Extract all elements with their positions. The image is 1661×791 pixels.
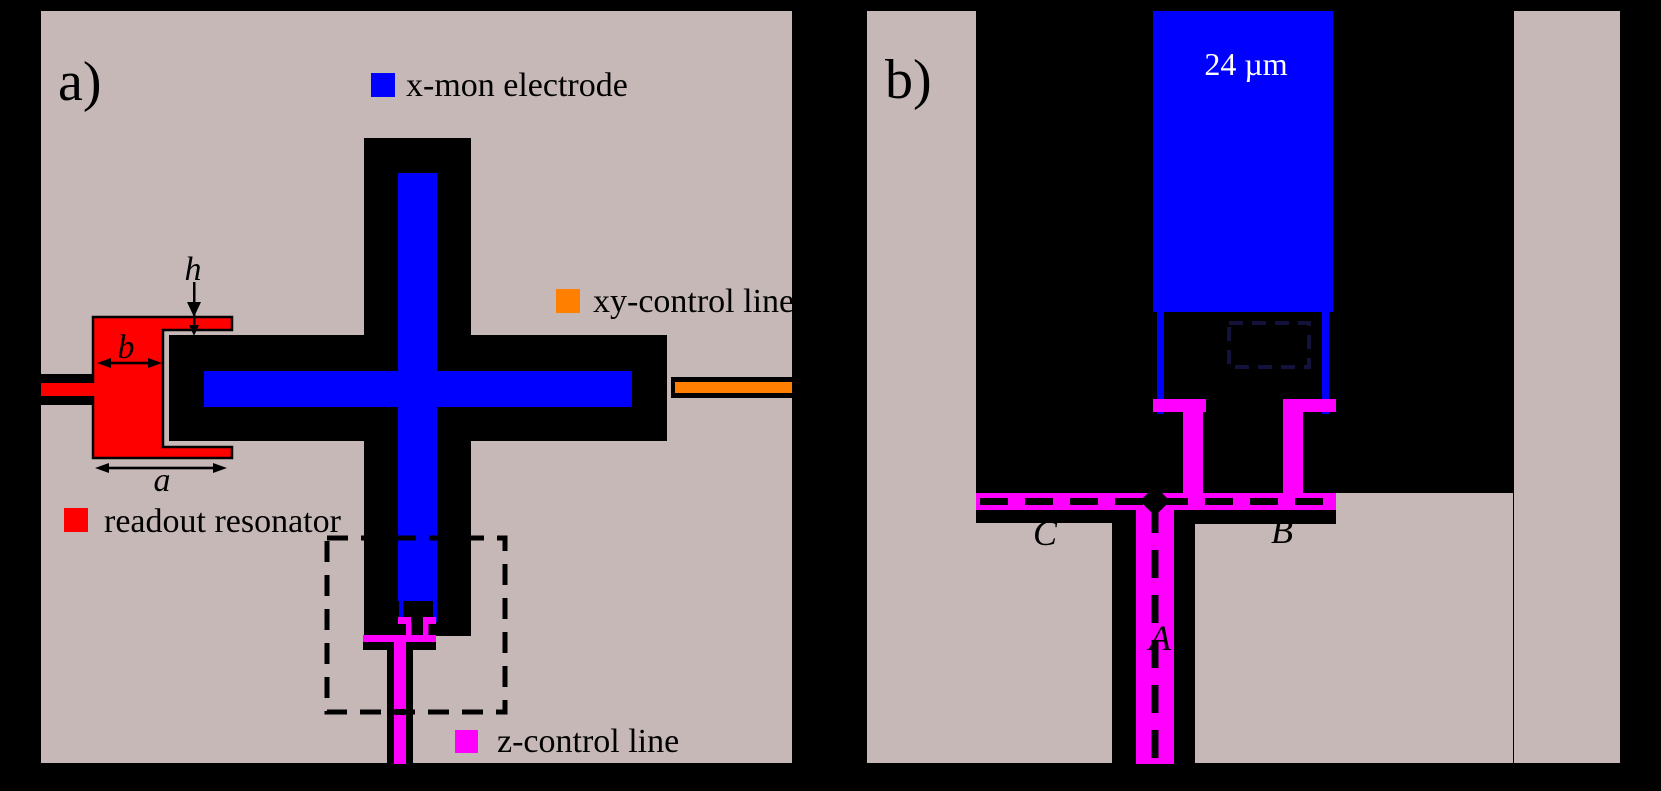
legend-label-z: z-control line [497, 723, 679, 760]
z-arm-left-top [1153, 399, 1206, 412]
dim-label-b: b [118, 329, 135, 366]
legend-label-xmon: x-mon electrode [406, 67, 628, 104]
z-arm-right-leg [1283, 412, 1303, 493]
xmon-junction-lead-right [433, 601, 437, 622]
scale-label: 24 µm [1204, 46, 1287, 82]
readout-claw [91, 315, 234, 460]
z-tee-bar [363, 635, 436, 642]
path-label-C: C [1033, 513, 1058, 553]
legend-swatch-xy [556, 289, 580, 313]
panel-b-substrate-bottom-right [1336, 493, 1513, 763]
path-label-A: A [1147, 618, 1172, 658]
panel-b-substrate-right [1514, 11, 1620, 763]
panel-b-label: b) [885, 49, 932, 111]
panel-b-electrode-group [1153, 11, 1333, 414]
xmon-junction-lead-left [399, 601, 403, 622]
a-arrow-head-right [213, 463, 227, 473]
z-arm-right-top [1283, 399, 1336, 412]
panel-a-legend: x-mon electrode xy-control line readout … [64, 67, 794, 760]
legend-label-readout: readout resonator [104, 503, 342, 540]
panel-a-label: a) [58, 51, 102, 113]
z-junction-arm-left-top [398, 617, 411, 624]
path-label-B: B [1271, 511, 1293, 551]
h-arrow-head-inner [189, 325, 199, 336]
node-dot [1145, 491, 1165, 511]
a-arrow-line [106, 466, 216, 470]
readout-feedline [41, 383, 98, 396]
legend-swatch-xmon [371, 73, 395, 97]
legend-label-xy: xy-control line [593, 283, 794, 320]
legend-swatch-z [455, 730, 478, 753]
z-junction-arm-right-top [423, 617, 436, 624]
current-path-dashes [980, 498, 1334, 760]
dim-label-a: a [154, 462, 171, 499]
xmon-electrode-group [204, 173, 632, 622]
panel-b-substrate-group [867, 11, 1620, 763]
panel-b: b) 24 µm C B A [867, 11, 1620, 764]
node-dot-group [1140, 486, 1170, 516]
panel-b-substrate-bottom-mid [1195, 524, 1338, 763]
readout-resonator-group [41, 315, 234, 460]
z-arm-left-leg [1183, 412, 1203, 493]
z-junction-arm-left-leg [406, 623, 412, 636]
dimension-arrows [95, 282, 227, 473]
z-junction-arm-right-leg [423, 623, 429, 636]
z-feed-strip [394, 642, 406, 764]
electrode-end-plate [1153, 11, 1333, 312]
junction-dashed-box [1227, 321, 1311, 369]
electrode-lead-right [1322, 312, 1329, 414]
panel-b-substrate-bottom-left [976, 523, 1112, 763]
b-arrow-line [108, 361, 151, 365]
xmon-horizontal-bar [204, 371, 632, 407]
legend-swatch-readout [64, 508, 88, 532]
panel-b-substrate-left [867, 11, 976, 763]
xy-control-line [675, 382, 792, 393]
zoom-region-box [324, 535, 508, 715]
b-arrow-head-left [97, 358, 111, 368]
z-control-group [363, 617, 436, 764]
panel-a: h b a a) x-mon electrode xy-control line… [41, 11, 794, 764]
dim-label-h: h [185, 251, 202, 288]
a-arrow-head-left [95, 463, 109, 473]
b-arrow-head-right [148, 358, 162, 368]
electrode-lead-left [1157, 312, 1164, 414]
h-arrow-head-outer [187, 302, 201, 317]
